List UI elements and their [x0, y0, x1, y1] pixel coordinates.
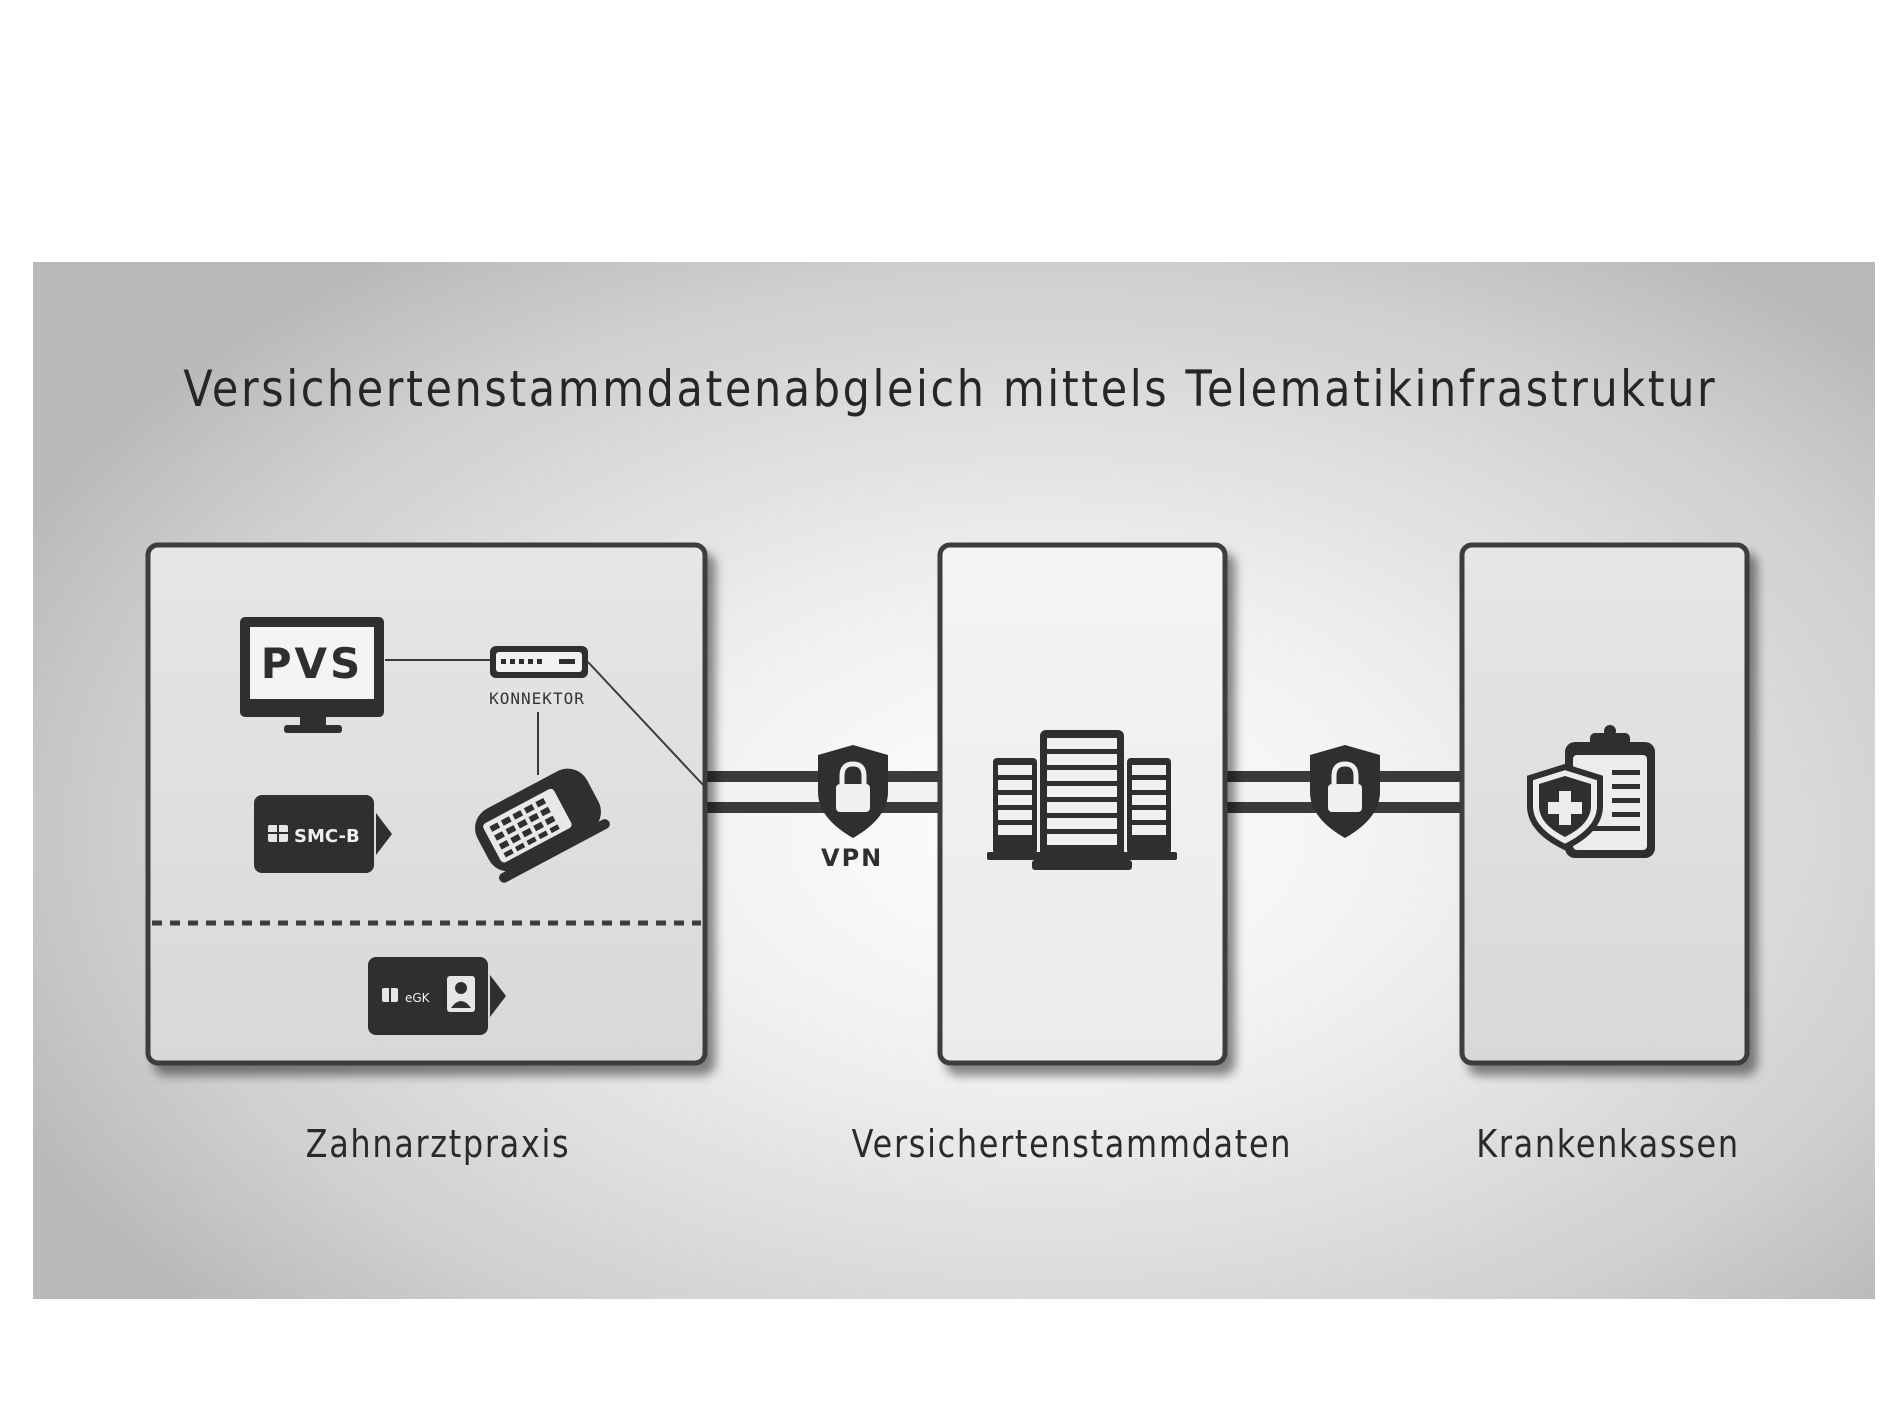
shield-lock-icon: VPN [818, 745, 888, 872]
caption-versichertenstammdaten: Versichertenstammdaten [851, 1122, 1293, 1166]
praxis-wires [385, 659, 706, 788]
shield-lock-icon-2 [1310, 745, 1380, 838]
diagram-title: Versichertenstammdatenabgleich mittels T… [183, 360, 1718, 418]
caption-zahnarztpraxis: Zahnarztpraxis [305, 1122, 571, 1166]
vpn-label: VPN [821, 844, 883, 872]
router-icon: KONNEKTOR [489, 646, 588, 708]
smart-card-icon: SMC-B [254, 795, 392, 873]
server-rack-icon [987, 730, 1177, 870]
clipboard-shield-icon [1527, 725, 1655, 858]
monitor-icon: PVS [240, 617, 384, 733]
caption-krankenkassen: Krankenkassen [1476, 1122, 1740, 1166]
egk-label: eGK [405, 991, 431, 1005]
pvs-label: PVS [261, 639, 364, 688]
smcb-label: SMC-B [294, 826, 360, 847]
konnektor-label: KONNEKTOR [489, 689, 585, 708]
card-terminal-icon [475, 768, 610, 883]
health-card-icon: eGK [368, 957, 506, 1035]
